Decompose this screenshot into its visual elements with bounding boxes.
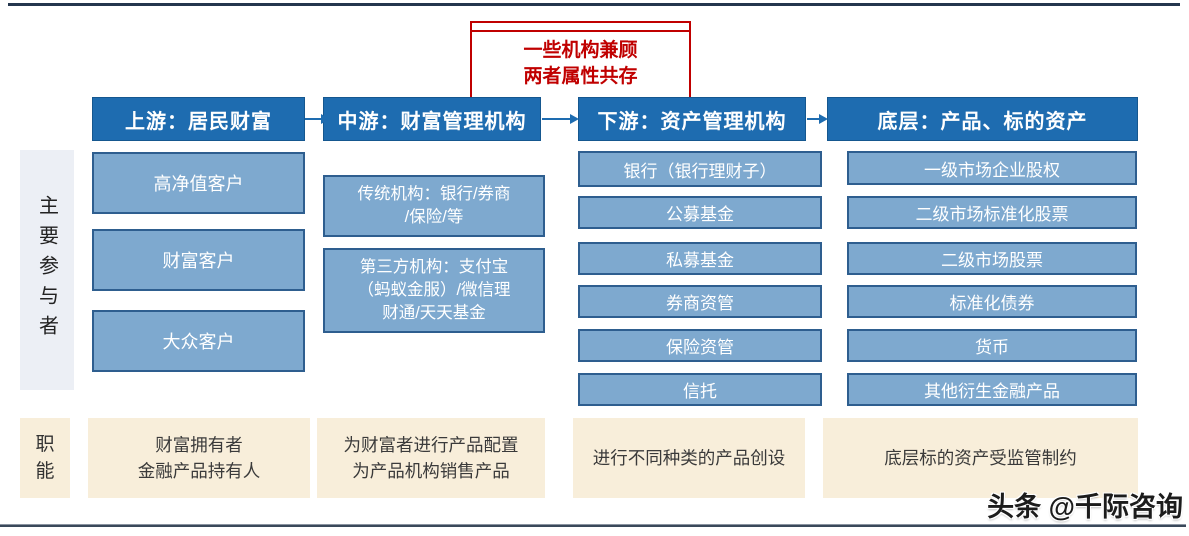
annotation-text: 一些机构兼顾 两者属性共存 xyxy=(523,40,638,87)
function-downstream: 进行不同种类的产品创设 xyxy=(573,418,805,498)
midstream-item-third-party: 第三方机构：支付宝 （蚂蚁金服）/微信理 财通/天天基金 xyxy=(323,248,545,333)
underlying-item-standardized-stock: 二级市场标准化股票 xyxy=(847,196,1137,229)
downstream-item-insurance-am: 保险资管 xyxy=(578,329,822,362)
underlying-item-standardized-bond: 标准化债券 xyxy=(847,285,1137,318)
downstream-item-public-fund: 公募基金 xyxy=(578,196,822,229)
upstream-item-wealth-clients: 财富客户 xyxy=(92,229,305,291)
function-underlying: 底层标的资产受监管制约 xyxy=(823,418,1138,498)
arrow-upstream-to-midstream xyxy=(305,114,330,124)
arrow-downstream-to-underlying xyxy=(807,114,828,124)
bottom-divider-line xyxy=(0,524,1186,527)
header-midstream: 中游：财富管理机构 xyxy=(323,97,541,141)
function-midstream: 为财富者进行产品配置 为产品机构销售产品 xyxy=(317,418,545,498)
upstream-item-mass-clients: 大众客户 xyxy=(92,310,305,372)
annotation-bracket-inner-line xyxy=(472,30,689,32)
top-divider-line xyxy=(8,3,1180,6)
toutiao-watermark: 头条 @千际咨询 xyxy=(987,492,1183,522)
arrow-midstream-to-downstream xyxy=(542,114,579,124)
underlying-item-currency: 货币 xyxy=(847,329,1137,362)
midstream-item-traditional: 传统机构：银行/券商 /保险/等 xyxy=(323,175,545,237)
header-upstream: 上游：居民财富 xyxy=(92,97,305,141)
arrowhead-icon xyxy=(321,114,330,124)
downstream-item-bank: 银行（银行理财子） xyxy=(578,151,822,187)
header-downstream: 下游：资产管理机构 xyxy=(578,97,806,141)
header-underlying: 底层：产品、标的资产 xyxy=(827,97,1138,141)
underlying-item-derivatives: 其他衍生金融产品 xyxy=(847,373,1137,406)
underlying-item-primary-equity: 一级市场企业股权 xyxy=(847,151,1137,185)
arrowhead-icon xyxy=(819,114,828,124)
downstream-item-broker-am: 券商资管 xyxy=(578,285,822,318)
downstream-item-private-fund: 私募基金 xyxy=(578,242,822,275)
downstream-item-trust: 信托 xyxy=(578,373,822,406)
row-label-function: 职 能 xyxy=(20,418,70,498)
arrowhead-icon xyxy=(570,114,579,124)
function-upstream: 财富拥有者 金融产品持有人 xyxy=(88,418,310,498)
upstream-item-high-net-worth: 高净值客户 xyxy=(92,152,305,214)
row-label-participants: 主要参与者 xyxy=(20,150,74,390)
underlying-item-secondary-stock: 二级市场股票 xyxy=(847,242,1137,275)
annotation-bracket: 一些机构兼顾 两者属性共存 xyxy=(470,21,691,97)
